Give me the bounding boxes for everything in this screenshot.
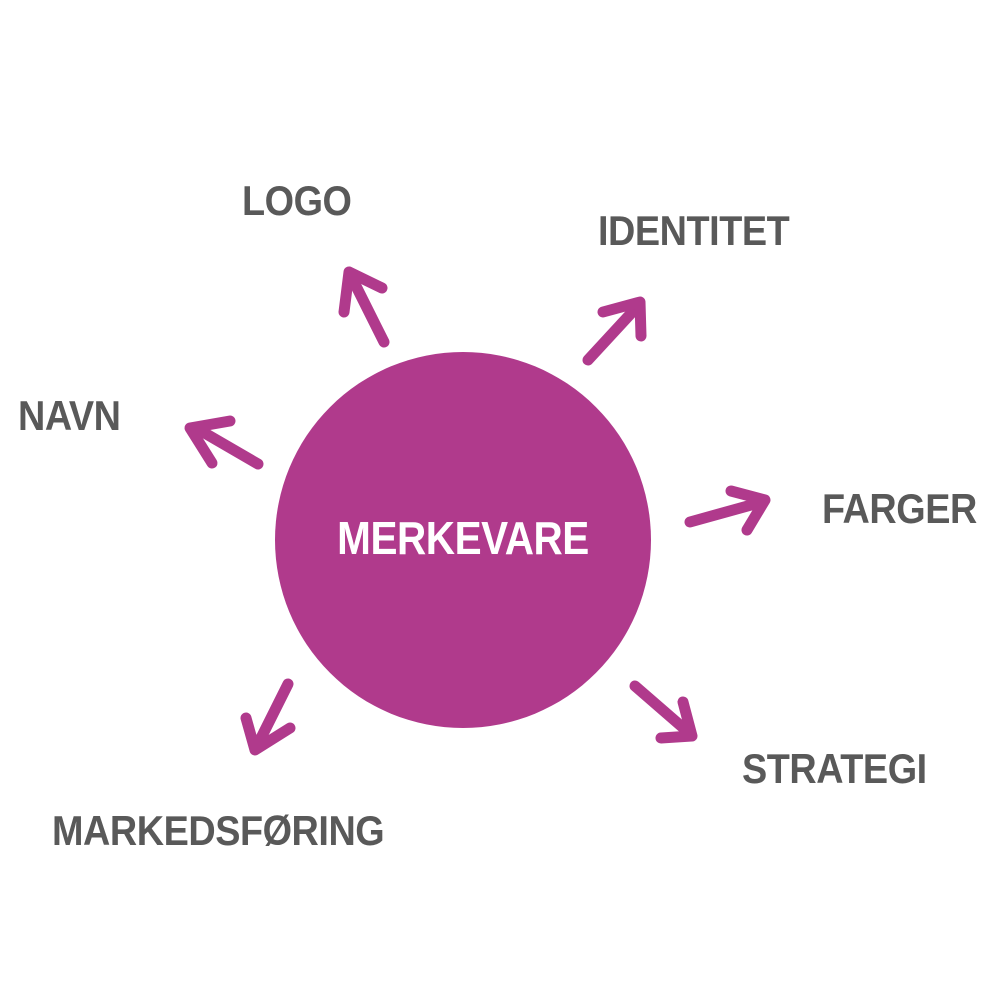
node-label-markedsforing: MARKEDSFØRING (52, 810, 421, 852)
arrow-to-markedsforing (240, 678, 296, 756)
center-label-text: MERKEVARE (337, 512, 589, 564)
arrow-to-farger (684, 485, 771, 536)
node-label-strategi-text: STRATEGI (742, 745, 927, 792)
node-label-markedsforing-text: MARKEDSFØRING (52, 807, 385, 854)
node-label-logo-text: LOGO (242, 177, 352, 224)
center-circle (275, 352, 651, 728)
node-label-strategi: STRATEGI (742, 748, 947, 790)
arrow-to-navn (184, 415, 264, 470)
center-label: MERKEVARE (275, 511, 651, 565)
node-label-farger: FARGER (822, 488, 994, 530)
arrow-to-strategi (629, 680, 698, 744)
arrow-to-identitet (582, 296, 647, 366)
node-label-navn: NAVN (18, 395, 132, 437)
arrow-to-logo (338, 266, 390, 348)
node-label-identitet-text: IDENTITET (598, 207, 790, 254)
node-label-navn-text: NAVN (18, 392, 121, 439)
node-label-farger-text: FARGER (822, 485, 977, 532)
node-label-identitet: IDENTITET (598, 210, 811, 252)
node-label-logo: LOGO (242, 180, 364, 222)
